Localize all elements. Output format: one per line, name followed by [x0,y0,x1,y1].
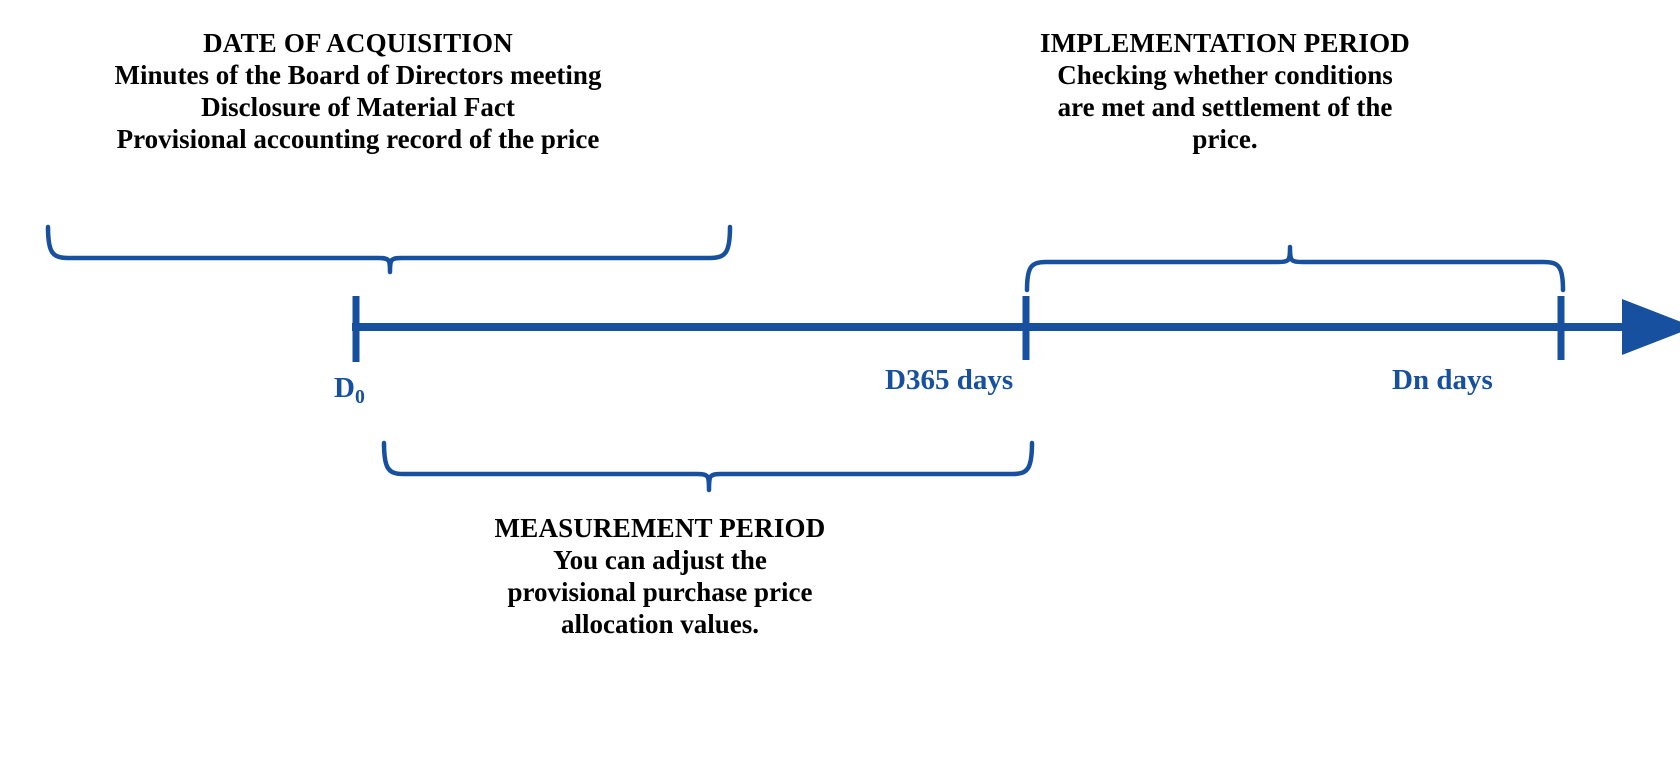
acquisition-text-block: DATE OF ACQUISITION Minutes of the Board… [28,28,688,155]
acquisition-brace [45,224,733,275]
measurement-text-block: MEASUREMENT PERIOD You can adjust the pr… [430,513,890,640]
measurement-heading: MEASUREMENT PERIOD [494,513,826,543]
implementation-line-2: are met and settlement of the [1057,91,1393,122]
acquisition-heading: DATE OF ACQUISITION [203,28,513,58]
timeline-label-d0-main: D [334,372,355,404]
measurement-line-1: You can adjust the [553,544,767,575]
measurement-line-3: allocation values. [560,608,759,639]
implementation-text-block: IMPLEMENTATION PERIOD Checking whether c… [985,28,1465,155]
implementation-heading: IMPLEMENTATION PERIOD [1040,28,1410,58]
timeline-label-d365: D365 days [885,364,1014,396]
acquisition-line-3: Provisional accounting record of the pri… [116,123,600,154]
measurement-line-2: provisional purchase price [507,576,813,607]
acquisition-line-1: Minutes of the Board of Directors meetin… [114,59,602,90]
implementation-brace [1024,244,1566,293]
measurement-brace [381,440,1035,493]
timeline-label-d0: D0 [334,372,365,408]
implementation-line-3: price. [1192,123,1258,154]
implementation-line-1: Checking whether conditions [1057,59,1393,90]
acquisition-line-2: Disclosure of Material Fact [201,91,515,122]
timeline-label-dn: Dn days [1392,364,1493,396]
timeline-label-d0-sub: 0 [354,385,365,408]
